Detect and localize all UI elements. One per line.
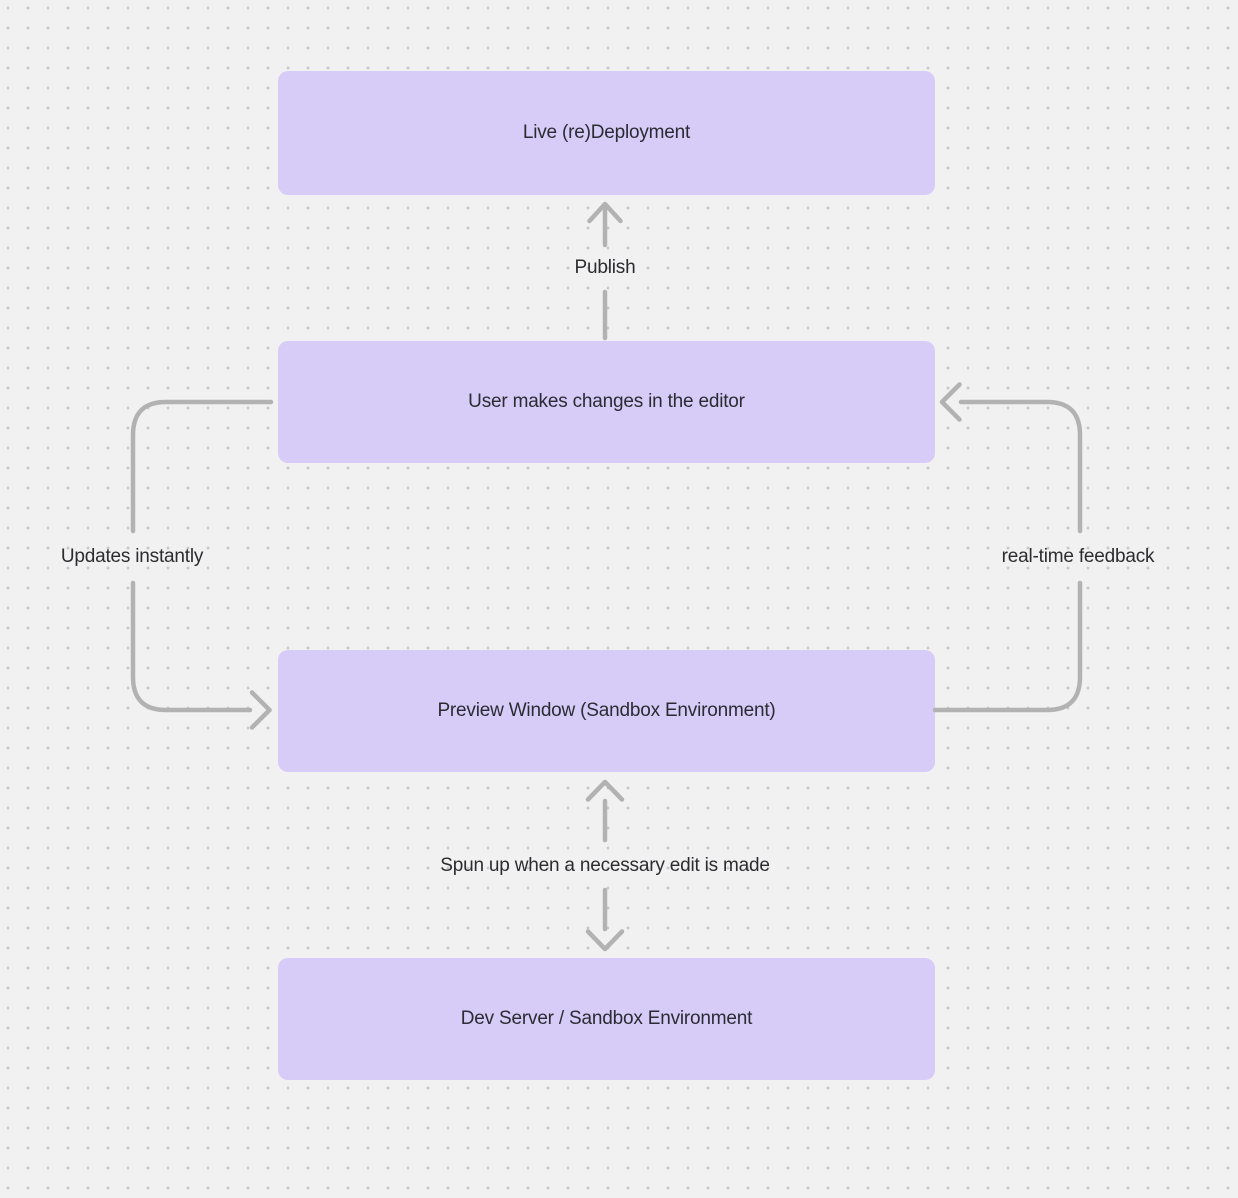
edge-publish-arrow[interactable] xyxy=(587,201,623,341)
node-preview-window[interactable]: Preview Window (Sandbox Environment) xyxy=(278,650,935,772)
node-user-editor[interactable]: User makes changes in the editor xyxy=(278,341,935,463)
edge-label-publish[interactable]: Publish xyxy=(574,257,636,278)
edge-spun-up-arrow[interactable] xyxy=(585,779,625,952)
edge-real-time-feedback-arrow[interactable] xyxy=(932,382,1083,713)
edge-updates-instantly-arrow[interactable] xyxy=(130,399,274,730)
edge-label-updates-instantly[interactable]: Updates instantly xyxy=(60,546,204,567)
node-dev-server[interactable]: Dev Server / Sandbox Environment xyxy=(278,958,935,1080)
edge-label-spun-up[interactable]: Spun up when a necessary edit is made xyxy=(440,855,770,876)
node-live-redeployment[interactable]: Live (re)Deployment xyxy=(278,71,935,195)
edge-label-real-time-feedback[interactable]: real-time feedback xyxy=(1001,546,1155,567)
